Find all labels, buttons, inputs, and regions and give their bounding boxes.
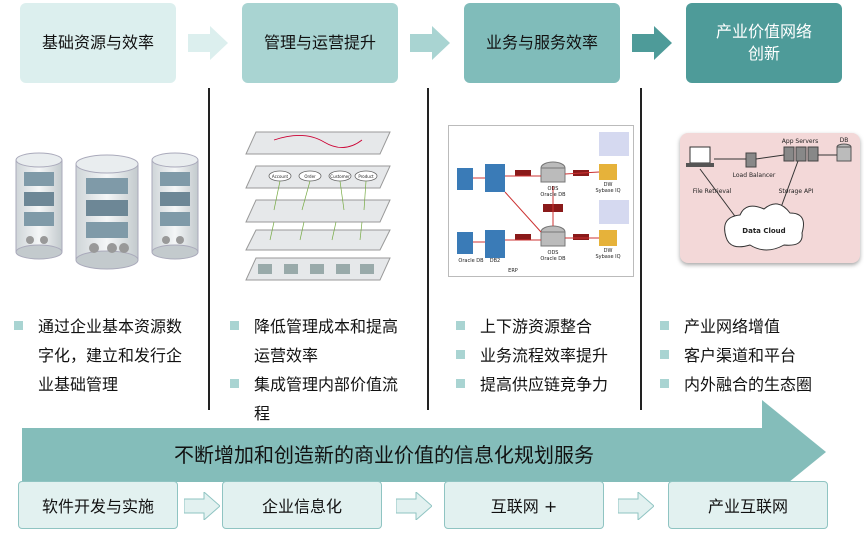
node-label: File Retrieval [693, 188, 732, 195]
bullets-col4: 产业网络增值 客户渠道和平台 内外融合的生态圈 [656, 312, 856, 399]
db-label: DW [604, 182, 613, 188]
stage-business-service: 业务与服务效率 [464, 3, 620, 83]
db-label: ODS [548, 186, 559, 192]
node-label: Customer [330, 174, 350, 179]
chevron-arrow-icon [410, 26, 450, 60]
db-label: DW [604, 248, 613, 254]
service-enterprise-it: 企业信息化 [222, 481, 382, 529]
bullet-item: 通过企业基本资源数字化，建立和发行企业基础管理 [10, 312, 190, 399]
stage-industry-value-network: 产业价值网络 创新 [686, 3, 842, 83]
db-label: Oracle DB [458, 258, 484, 264]
service-label: 软件开发与实施 [41, 497, 154, 516]
bullets-col3: 上下游资源整合 业务流程效率提升 提高供应链竞争力 [452, 312, 636, 399]
db-label: ERP [508, 268, 518, 274]
db-label: Sybase IQ [595, 254, 620, 260]
service-software-dev: 软件开发与实施 [18, 481, 178, 529]
service-label: 产业互联网 [707, 497, 788, 516]
chevron-arrow-icon [188, 26, 228, 60]
node-label: Load Balancer [733, 172, 776, 179]
node-label: Order [304, 174, 316, 179]
bullet-item: 提高供应链竞争力 [452, 370, 636, 399]
stage-basic-resources: 基础资源与效率 [20, 3, 176, 83]
banner-text: 不断增加和创造新的商业价值的信息化规划服务 [174, 443, 594, 467]
service-label: 互联网 + [490, 497, 558, 516]
service-internet-plus: 互联网 + [444, 481, 604, 529]
node-label: Data Cloud [742, 227, 785, 235]
cloud-architecture-picture: App Servers DB Load Balancer File Retrie… [680, 133, 860, 263]
bullet-item: 业务流程效率提升 [452, 341, 636, 370]
layered-architecture-picture: Account Order Customer Product [245, 131, 391, 281]
bullet-item: 上下游资源整合 [452, 312, 636, 341]
node-label: Storage API [779, 188, 814, 195]
stage-label: 产业价值网络 创新 [715, 22, 812, 63]
bullet-item: 降低管理成本和提高运营效率 [226, 312, 402, 370]
node-label: DB [840, 137, 849, 144]
db-label: ODS [548, 250, 559, 256]
stage-label: 业务与服务效率 [485, 33, 598, 52]
db-label: Oracle DB [540, 256, 566, 262]
bullets-col1: 通过企业基本资源数字化，建立和发行企业基础管理 [10, 312, 190, 399]
stage-management-operations: 管理与运营提升 [242, 3, 398, 83]
bullet-item: 客户渠道和平台 [656, 341, 856, 370]
database-cylinders-picture [15, 152, 199, 270]
small-arrow-icon [184, 492, 220, 520]
column-divider [640, 88, 642, 410]
node-label: Product [358, 174, 374, 179]
small-arrow-icon [396, 492, 432, 520]
small-arrow-icon [618, 492, 654, 520]
node-label: App Servers [782, 138, 818, 145]
service-industrial-internet: 产业互联网 [668, 481, 828, 529]
service-label: 企业信息化 [261, 497, 342, 516]
bullets-col2: 降低管理成本和提高运营效率 集成管理内部价值流程 [226, 312, 402, 428]
bullet-item: 产业网络增值 [656, 312, 856, 341]
db-label: DB2 [490, 258, 500, 264]
db-label: Oracle DB [540, 192, 566, 198]
bullet-item: 内外融合的生态圈 [656, 370, 856, 399]
chevron-arrow-icon [632, 26, 672, 60]
column-divider [208, 88, 210, 410]
node-label: Account [272, 174, 289, 179]
stage-label: 管理与运营提升 [263, 33, 376, 52]
bullet-item: 集成管理内部价值流程 [226, 370, 402, 428]
stage-label: 基础资源与效率 [41, 33, 154, 52]
column-divider [427, 88, 429, 410]
data-integration-picture: ODS Oracle DB DW Sybase IQ Oracle DB DB2… [448, 125, 634, 277]
db-label: Sybase IQ [595, 188, 620, 194]
